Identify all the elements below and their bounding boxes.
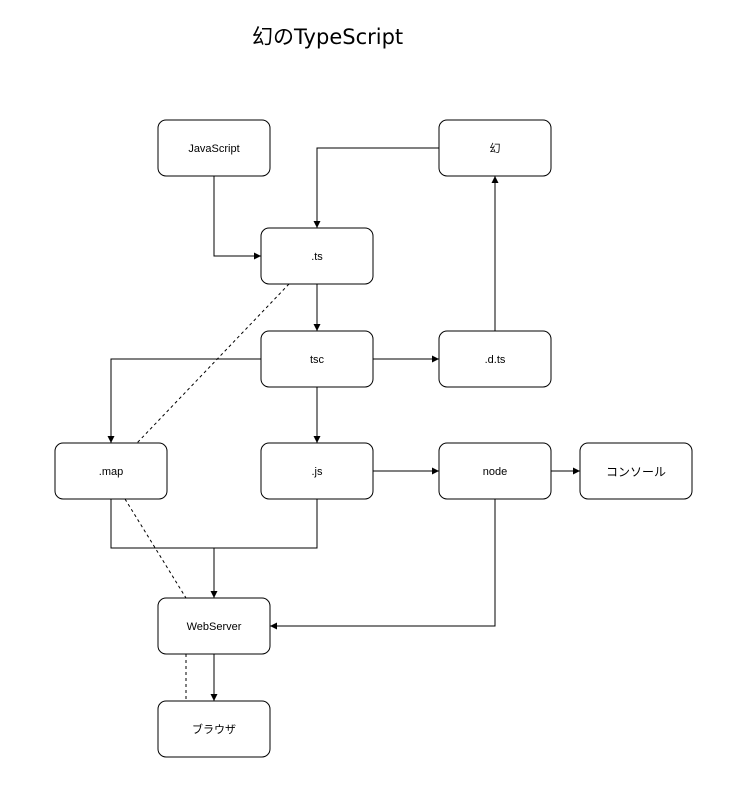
- node-dts[interactable]: .d.ts: [438, 330, 552, 388]
- node-webserver[interactable]: WebServer: [157, 597, 271, 655]
- node-box: [438, 330, 552, 388]
- node-box: [157, 119, 271, 177]
- edge-maboroshi-to-ts: [313, 147, 439, 228]
- edge-node-to-webserver: [270, 499, 496, 630]
- node-map[interactable]: .map: [54, 442, 168, 500]
- node-label: JavaScript: [188, 143, 239, 155]
- node-label: .d.ts: [485, 354, 506, 366]
- node-ts[interactable]: .ts: [260, 227, 374, 285]
- node-maboroshi[interactable]: 幻: [438, 119, 552, 177]
- node-box: [157, 700, 271, 758]
- node-label: .map: [99, 466, 123, 478]
- node-box: [157, 597, 271, 655]
- edges: [107, 147, 580, 701]
- edge-map-js-to-webserver: [110, 499, 318, 598]
- node-javascript[interactable]: JavaScript: [157, 119, 271, 177]
- node-browser[interactable]: ブラウザ: [157, 700, 271, 758]
- edge-map-to-webserver-dashed: [124, 498, 187, 599]
- node-label: .js: [312, 466, 324, 478]
- node-tsc[interactable]: tsc: [260, 330, 374, 388]
- node-box: [260, 442, 374, 500]
- edge-tsc-to-map: [107, 358, 261, 443]
- node-box: [54, 442, 168, 500]
- node-label: .ts: [311, 251, 323, 263]
- node-box: [260, 227, 374, 285]
- node-label: tsc: [310, 354, 325, 366]
- node-node[interactable]: node: [438, 442, 552, 500]
- node-label: WebServer: [187, 621, 242, 633]
- node-label: node: [483, 466, 507, 478]
- node-label: 幻: [490, 142, 501, 155]
- edge-ts-to-map-dashed: [136, 283, 290, 444]
- node-js[interactable]: .js: [260, 442, 374, 500]
- diagram-title: 幻のTypeScript: [252, 25, 403, 49]
- node-box: [438, 119, 552, 177]
- node-box: [438, 442, 552, 500]
- node-label: コンソール: [606, 465, 666, 479]
- node-console[interactable]: コンソール: [579, 442, 693, 500]
- node-box: [579, 442, 693, 500]
- node-label: ブラウザ: [192, 722, 236, 736]
- edge-javascript-to-ts: [213, 176, 261, 260]
- node-box: [260, 330, 374, 388]
